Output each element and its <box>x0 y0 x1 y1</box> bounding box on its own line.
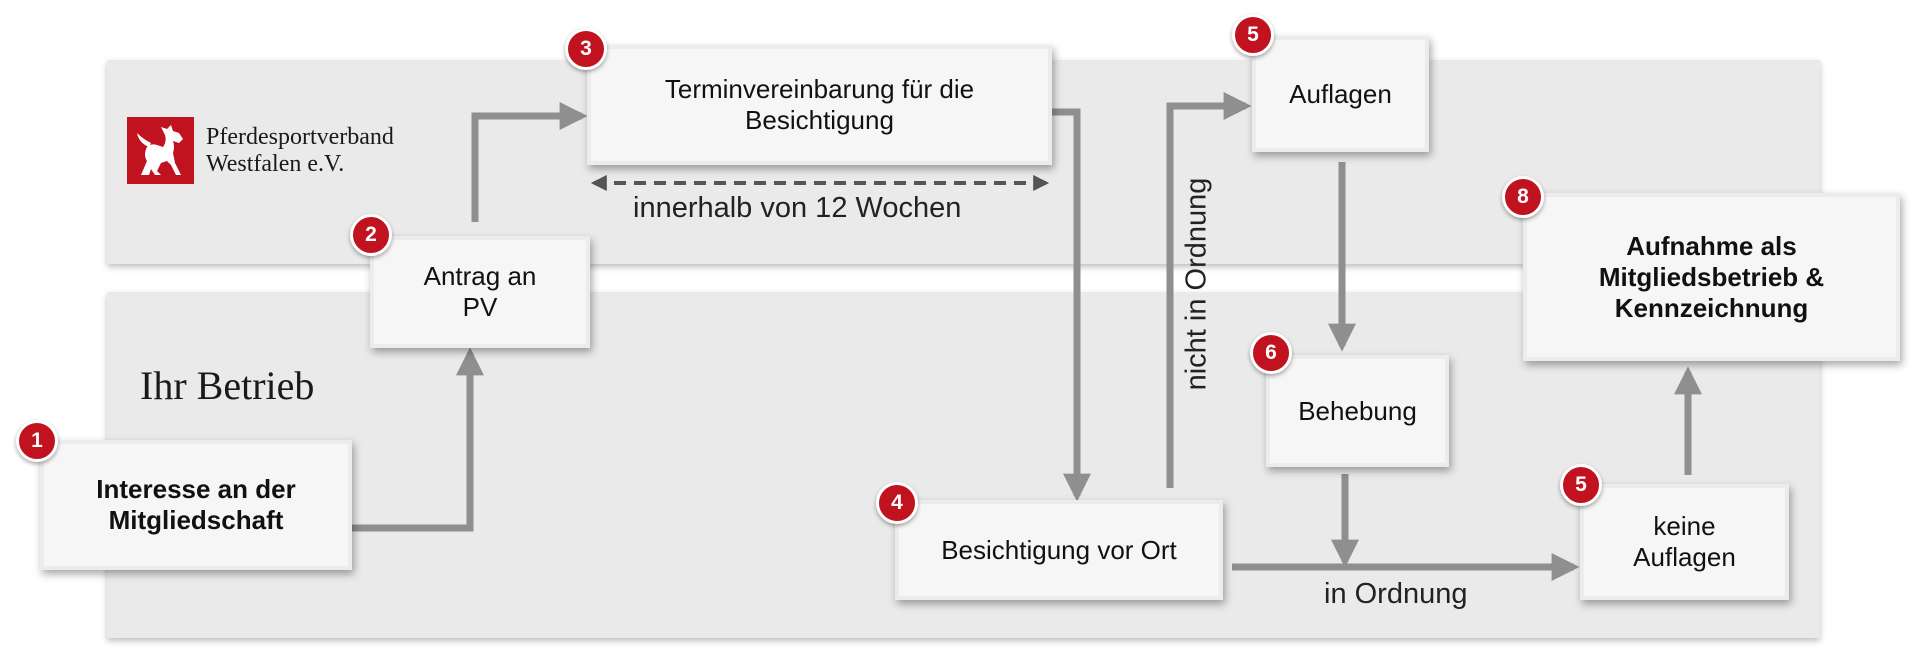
logo-line-1: Pferdesportverband <box>206 123 394 150</box>
step-badge-2: 2 <box>350 214 392 256</box>
logo-text: Pferdesportverband Westfalen e.V. <box>206 124 394 178</box>
step-badge-5-no-requirements: 5 <box>1560 464 1602 506</box>
step-5-requirements: Auflagen <box>1252 36 1429 152</box>
pferdesportverband-logo: Pferdesportverband Westfalen e.V. <box>127 117 394 184</box>
arrow-3-to-4 <box>1052 108 1091 502</box>
edge-label-within-12-weeks: innerhalb von 12 Wochen <box>633 192 962 224</box>
logo-line-2: Westfalen e.V. <box>206 150 345 177</box>
horse-icon <box>127 117 194 184</box>
step-2-application: Antrag an PV <box>370 236 590 348</box>
step-3-appointment: Terminvereinbarung für die Besichtigung <box>587 45 1052 165</box>
step-5-no-requirements: keine Auflagen <box>1580 484 1789 600</box>
step-8-admission: Aufnahme als Mitgliedsbetrieb & Kennzeic… <box>1523 193 1900 361</box>
arrow-4-to-5a <box>1166 92 1252 488</box>
step-badge-5-requirements: 5 <box>1232 14 1274 56</box>
arrow-2-to-3 <box>471 102 588 222</box>
step-badge-3: 3 <box>565 28 607 70</box>
lane-label-ihr-betrieb: Ihr Betrieb <box>140 363 315 408</box>
step-6-remedy: Behebung <box>1266 355 1449 467</box>
arrow-1-to-2 <box>352 347 484 532</box>
edge-label-in-order: in Ordnung <box>1324 578 1468 610</box>
edge-label-not-in-order: nicht in Ordnung <box>1180 177 1213 391</box>
step-4-inspection: Besichtigung vor Ort <box>895 500 1223 600</box>
step-badge-4: 4 <box>876 482 918 524</box>
step-1-interest: Interesse an der Mitgliedschaft <box>40 440 352 570</box>
step-badge-8: 8 <box>1502 176 1544 218</box>
step-badge-1: 1 <box>16 420 58 462</box>
step-badge-6: 6 <box>1250 332 1292 374</box>
